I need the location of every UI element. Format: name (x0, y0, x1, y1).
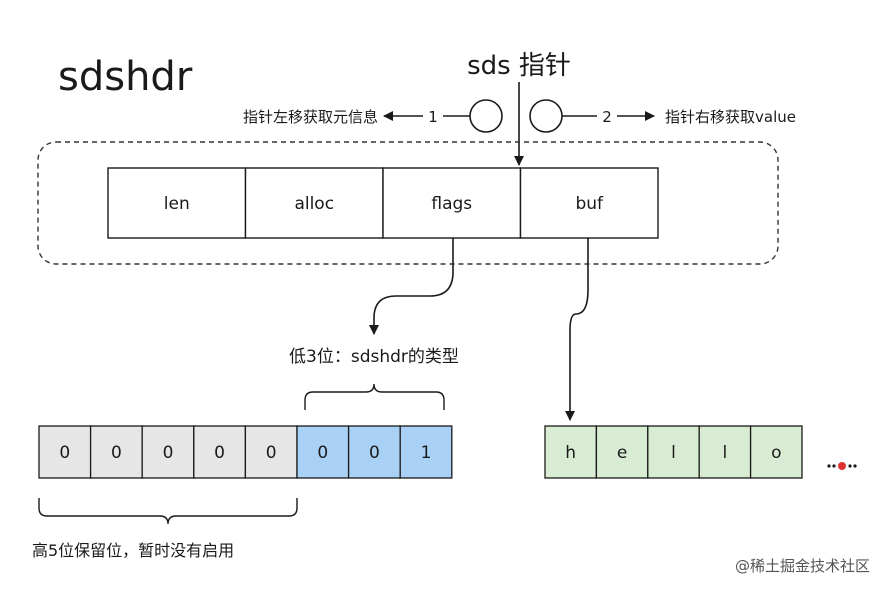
char-cell (647, 425, 700, 479)
bit-value: 0 (214, 443, 225, 463)
bit-cell (89, 425, 143, 479)
char-value: h (565, 443, 576, 463)
dot (832, 464, 836, 468)
char-cell (698, 425, 752, 479)
bit-value: 0 (59, 443, 70, 463)
char-value: l (723, 443, 728, 463)
low-bits-label: 低3位：sdshdr的类型 (289, 347, 459, 367)
field-cell-alloc (244, 167, 384, 239)
right-annotation: 指针右移获取value (665, 108, 796, 126)
left-annotation: 指针左移获取元信息 (243, 108, 378, 126)
field-cell-flags (382, 167, 522, 239)
field-label-alloc: alloc (294, 194, 334, 214)
field-cell-buf (519, 167, 659, 239)
char-value: o (771, 443, 781, 463)
bit-cell (38, 425, 92, 479)
bit-value: 0 (111, 443, 122, 463)
sdshdr-struct-container (37, 141, 779, 265)
dot (848, 464, 852, 468)
bit-cell (193, 425, 247, 479)
left-move-circle (469, 99, 503, 133)
high-bits-label: 高5位保留位，暂时没有启用 (32, 541, 234, 560)
right-step-number: 2 (602, 108, 612, 126)
flags-to-type-arrow (369, 238, 454, 335)
bit-value: 0 (317, 443, 328, 463)
bit-cell (296, 425, 350, 479)
right-step-bg (597, 106, 617, 126)
cursor-dot (838, 462, 846, 470)
right-move-circle (529, 99, 563, 133)
high-bits-bracket (38, 498, 298, 525)
bit-cell (141, 425, 195, 479)
char-cell (749, 425, 803, 479)
low-bits-bracket (304, 383, 445, 410)
sds-pointer-label: sds 指针 (467, 51, 571, 81)
bit-value: 0 (163, 443, 174, 463)
dot (827, 464, 831, 468)
continuation-dots (827, 462, 857, 470)
field-label-buf: buf (575, 194, 604, 214)
bit-value: 1 (421, 443, 432, 463)
buf-to-chars-arrow (565, 238, 589, 421)
bit-cell (399, 425, 453, 479)
left-step-bg (423, 106, 443, 126)
watermark: @稀土掘金技术社区 (734, 557, 870, 575)
diagram-title: sdshdr (58, 54, 193, 100)
dot (853, 464, 857, 468)
field-label-len: len (164, 194, 190, 214)
bit-cell (347, 425, 401, 479)
bit-value: 0 (369, 443, 380, 463)
char-value: e (617, 443, 627, 463)
char-cell (595, 425, 649, 479)
header-fields: len alloc flags buf (107, 167, 659, 239)
left-step-number: 1 (428, 108, 438, 126)
char-value: l (671, 443, 676, 463)
field-label-flags: flags (431, 194, 472, 214)
flags-bits: 0 0 0 0 0 0 0 1 (38, 425, 453, 479)
bit-value: 0 (266, 443, 277, 463)
